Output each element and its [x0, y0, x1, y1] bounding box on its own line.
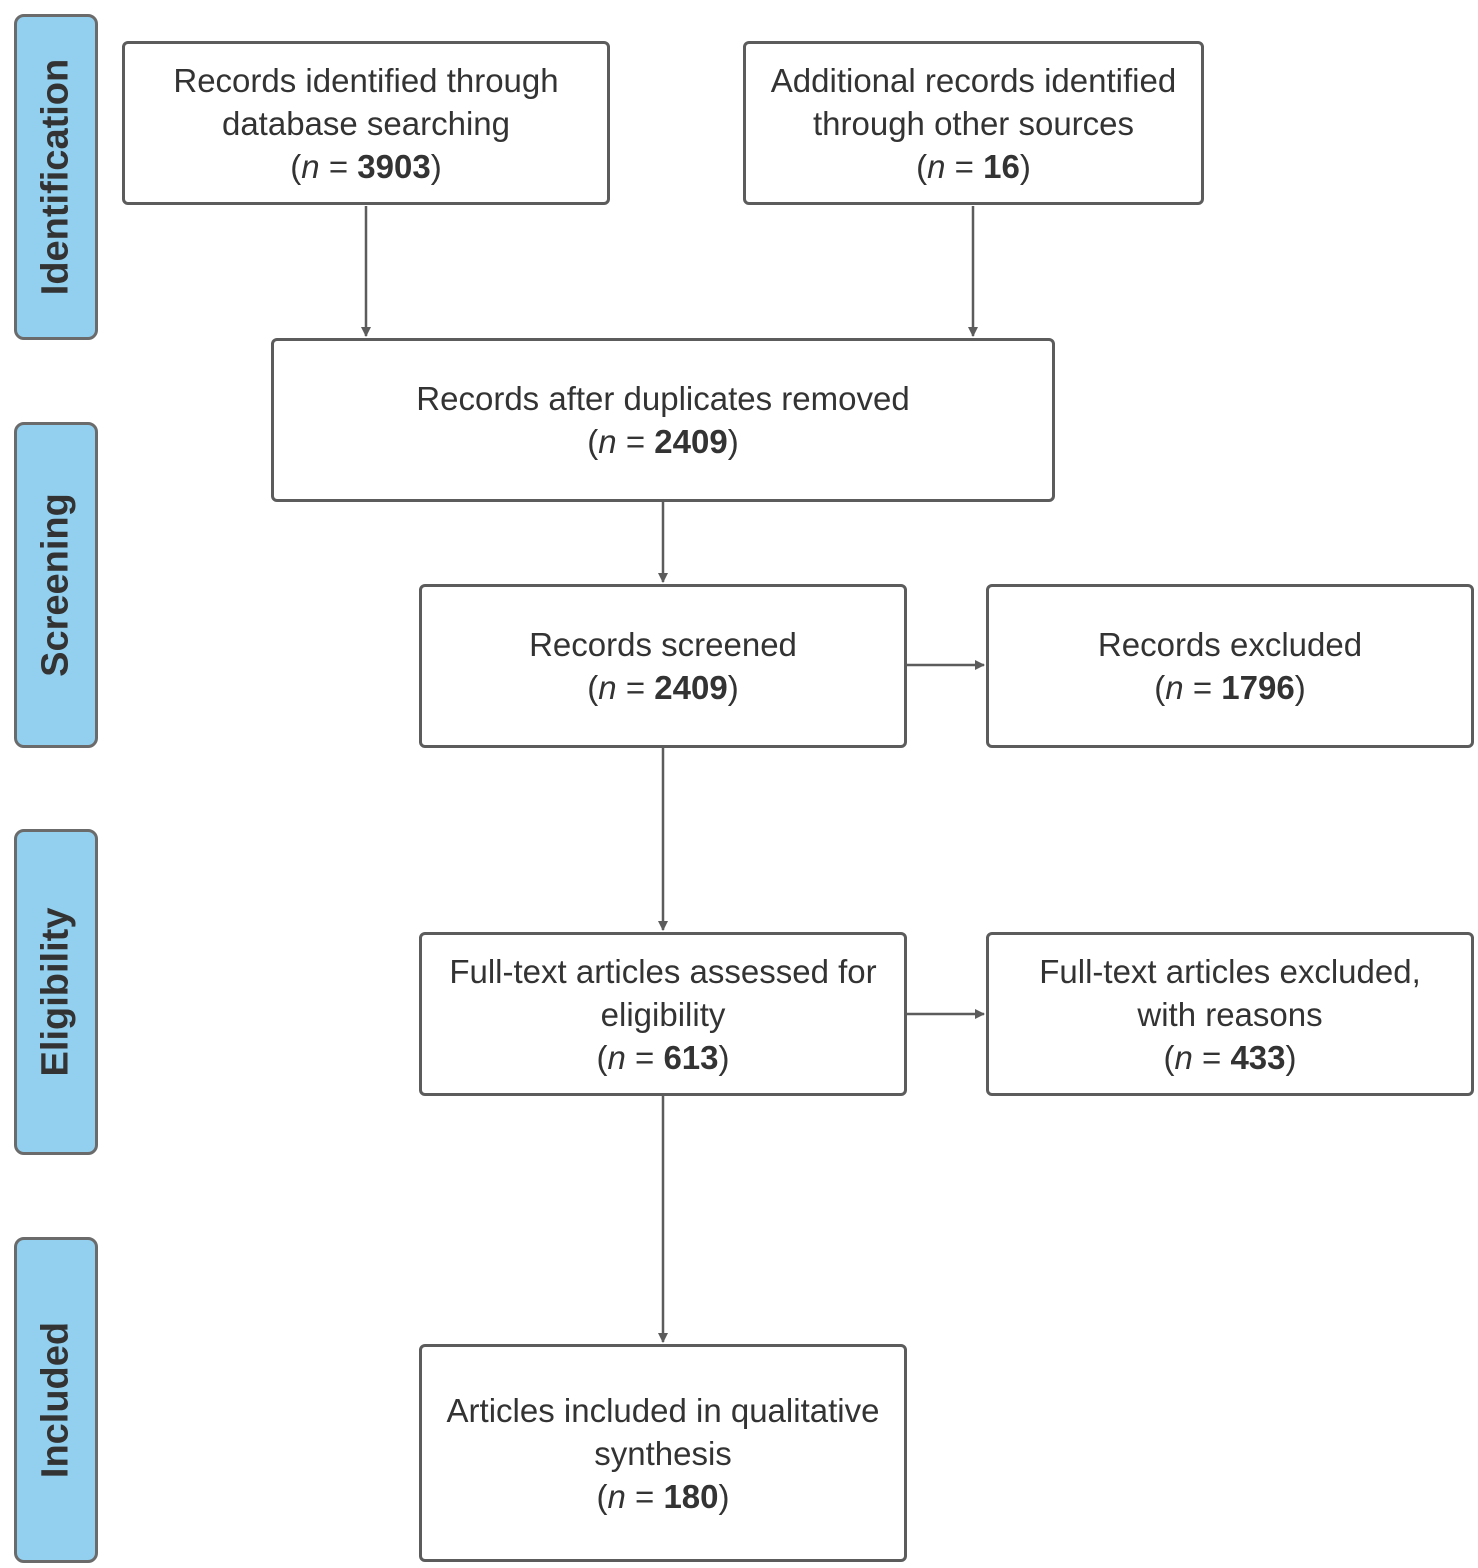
box-included-line2: synthesis	[594, 1434, 732, 1472]
stage-screening: Screening	[14, 422, 98, 748]
box-fulltext-line1: Full-text articles assessed for	[449, 952, 877, 990]
stage-eligibility: Eligibility	[14, 829, 98, 1155]
box-other-line1: Additional records identified	[770, 61, 1177, 99]
box-screened-line1: Records screened	[529, 626, 797, 663]
box-deduplicated-count: (n = 2409)	[587, 423, 739, 460]
stage-identification: Identification	[14, 14, 98, 340]
stage-included: Included	[14, 1237, 98, 1563]
box-other-records: Additional records identified through ot…	[743, 41, 1204, 205]
box-database-records: Records identified through database sear…	[122, 41, 610, 205]
box-fulltext-excluded-line2: with reasons	[1137, 995, 1323, 1033]
box-deduplicated-line1: Records after duplicates removed	[416, 380, 910, 417]
box-fulltext-assessed: Full-text articles assessed for eligibil…	[419, 932, 907, 1096]
box-database-line1: Records identified through	[173, 61, 559, 99]
box-excluded-count: (n = 1796)	[1154, 669, 1306, 706]
box-fulltext-line2: eligibility	[600, 995, 726, 1033]
box-database-line2: database searching	[221, 104, 511, 142]
box-deduplicated: Records after duplicates removed (n = 24…	[271, 338, 1055, 502]
box-database-count: (n = 3903)	[290, 147, 442, 185]
box-other-line2: through other sources	[812, 104, 1135, 142]
box-fulltext-excluded: Full-text articles excluded, with reason…	[986, 932, 1474, 1096]
box-other-count: (n = 16)	[916, 147, 1031, 185]
box-screened-count: (n = 2409)	[587, 669, 739, 706]
box-fulltext-excluded-count: (n = 433)	[1163, 1038, 1297, 1076]
box-excluded: Records excluded (n = 1796)	[986, 584, 1474, 748]
box-fulltext-count: (n = 613)	[596, 1038, 730, 1076]
box-included-count: (n = 180)	[596, 1477, 730, 1515]
box-included-line1: Articles included in qualitative	[446, 1391, 880, 1429]
box-fulltext-excluded-line1: Full-text articles excluded,	[1039, 952, 1421, 990]
box-excluded-line1: Records excluded	[1097, 626, 1363, 663]
box-included: Articles included in qualitative synthes…	[419, 1344, 907, 1562]
box-screened: Records screened (n = 2409)	[419, 584, 907, 748]
